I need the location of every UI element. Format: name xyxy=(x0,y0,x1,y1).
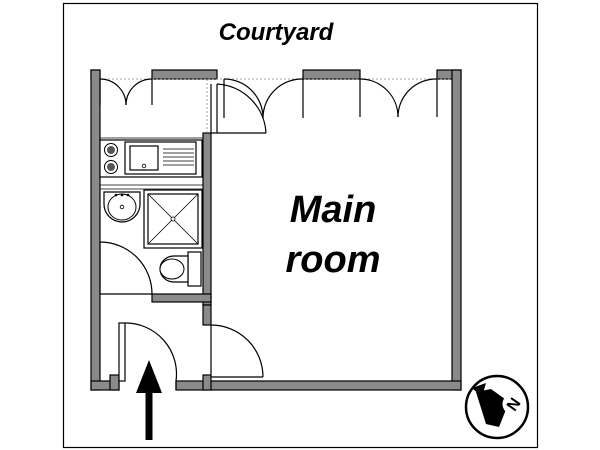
wall-top-3 xyxy=(302,69,361,80)
bathroom xyxy=(103,189,203,287)
hob-icon xyxy=(104,143,118,174)
wall-left xyxy=(90,69,101,391)
plan-frame xyxy=(62,2,539,449)
shower-icon xyxy=(143,189,203,249)
main-room-label-line1: Main xyxy=(290,189,377,231)
wall-interior-upper xyxy=(202,132,212,306)
sink-icon xyxy=(124,141,197,175)
door-upper xyxy=(210,83,267,134)
top-windows xyxy=(99,78,438,119)
door-lower xyxy=(210,324,264,378)
window-3 xyxy=(359,78,438,118)
kitchenette xyxy=(99,139,203,178)
main-room-label-line2: room xyxy=(286,239,381,281)
wall-interior-lower xyxy=(202,304,212,326)
entrance-arrow-icon xyxy=(136,360,162,440)
wall-top-2 xyxy=(151,69,218,80)
compass-icon: N xyxy=(464,374,530,440)
door-entrance xyxy=(118,322,178,390)
wall-interior-bottom xyxy=(202,374,212,391)
toilet-icon xyxy=(159,251,202,287)
courtyard-label: Courtyard xyxy=(219,19,335,46)
window-1 xyxy=(99,78,153,106)
wall-entry-stub xyxy=(109,374,120,391)
washbasin-icon xyxy=(103,191,141,223)
wall-bath-partition xyxy=(151,293,212,303)
wall-right xyxy=(451,69,462,391)
door-bathroom xyxy=(99,241,153,295)
wall-bottom-right xyxy=(175,380,462,391)
window-2 xyxy=(223,78,304,119)
